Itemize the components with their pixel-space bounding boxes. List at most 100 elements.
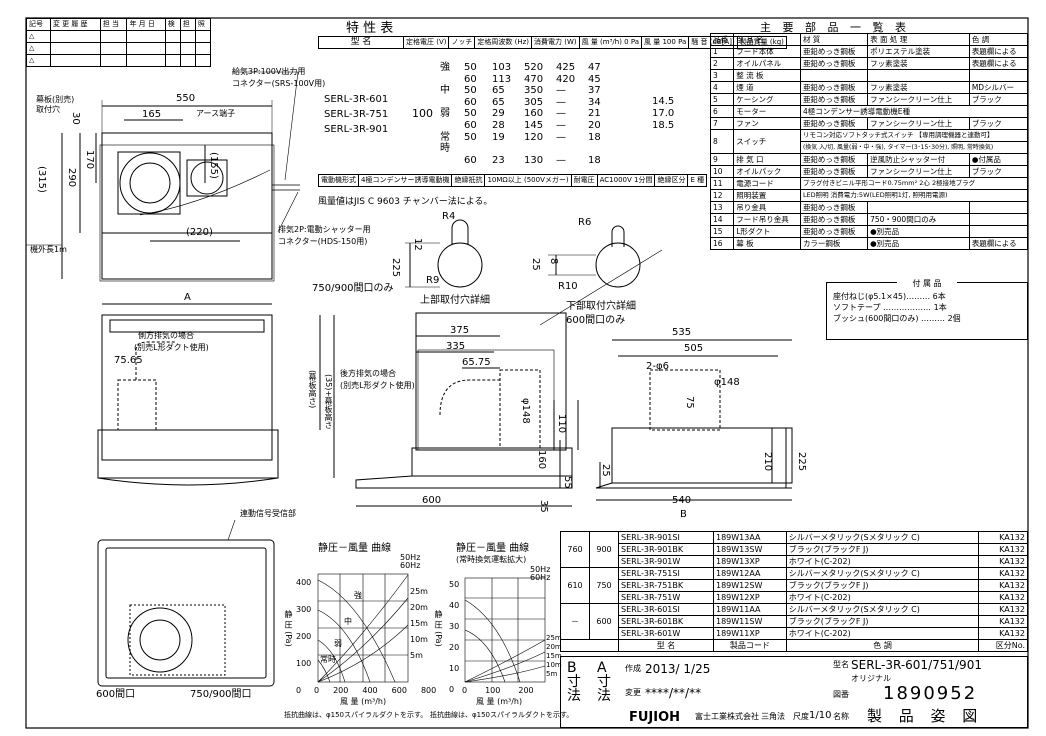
c1-y4: 0 [296, 686, 302, 695]
pr2-1: 整 流 板 [733, 69, 801, 82]
pr11-0: 12 [709, 189, 735, 202]
q100-7: — [556, 154, 566, 166]
spec-mass: 14.5 17.0 18.5 [652, 96, 674, 132]
curve2-sub: (常時換気運転拡大) [456, 555, 527, 564]
spec-b7: E 種 [687, 174, 708, 187]
mt7-5: KA132 [978, 615, 1028, 628]
c1-y1: 300 [296, 605, 312, 614]
revision-table: 記号 変 更 履 歴 担 当 年 月 日 検 担 照 △ △ △ [26, 18, 212, 67]
label-pl-600: 600間口 [96, 689, 136, 700]
accessories-box: 付 属 品 座付ねじ(φ5.1×45)……… 6本 ソフトテープ ……………… … [826, 278, 1028, 340]
bottom-view [97, 519, 275, 687]
mt5-4: ホワイト(C-202) [785, 591, 980, 604]
spec-b3: 10MΩ以上 (500Vメガー) [484, 174, 572, 187]
dim-290: 290 [66, 168, 77, 188]
spec-h6: 風 量 100 Pa [641, 36, 690, 49]
label-maku-h2: (35)+幕板高さ [324, 374, 333, 430]
rev-h4: 検 [164, 18, 181, 31]
mt0-2: SERL-3R-901SI [618, 531, 714, 544]
mt7-2: SERL-3R-601BK [618, 615, 714, 628]
dim-55: 55 [562, 476, 573, 489]
tb-date-label: 作成 [625, 664, 641, 673]
mt6-5: KA132 [978, 603, 1028, 616]
dim-165: 165 [142, 109, 162, 120]
label-only-750-900: 750/900間口のみ [312, 283, 394, 294]
pr3-0: 4 [709, 81, 735, 94]
label-mount-hole: 取付穴 [36, 105, 60, 114]
mt5-5: KA132 [978, 591, 1028, 604]
front-view [97, 303, 335, 486]
mt6-1: 600 [589, 603, 619, 640]
dim-75: 75 [684, 396, 695, 409]
c1-d4: 5m [410, 651, 423, 660]
spec-b5: AC1000V 1分間 [596, 174, 656, 187]
pr13-0: 14 [709, 213, 735, 226]
pr6-1: ファン [733, 117, 801, 130]
c1-x3: 600 [391, 686, 407, 695]
pr1-3: フッ素塗装 [867, 57, 970, 70]
dim-r9: R9 [426, 275, 440, 286]
dim-160: 160 [536, 450, 547, 470]
q100-4: — [556, 108, 566, 120]
pr3-3: フッ素塗装 [867, 81, 970, 94]
pr14-1: L形ダクト [733, 225, 801, 238]
accessory-0: 座付ねじ(φ5.1×45)……… 6本 [833, 292, 946, 301]
pr4-0: 5 [709, 93, 735, 106]
pr4-1: ケーシング [733, 93, 801, 106]
curve1-legend-50: 50Hz [400, 553, 421, 562]
mt2-2: SERL-3R-901W [618, 555, 714, 568]
c1-x2: 400 [362, 686, 378, 695]
dim-35: 35 [538, 500, 549, 513]
c2-y5: 0 [449, 685, 455, 694]
c2-x0: 0 [462, 686, 468, 695]
curve2-lines [464, 577, 546, 683]
dim-315: (315) [36, 166, 47, 193]
tb-date: 2013/ 1/25 [645, 662, 711, 676]
dim-225: 225 [390, 258, 401, 278]
mt2-3: 189W13XP [713, 555, 787, 568]
mt6-0: － [560, 603, 590, 640]
mt4-3: 189W12SW [713, 579, 787, 592]
c2-d1: 20m [546, 643, 562, 651]
c2-y0: 50 [449, 580, 460, 589]
parts-h2: 材 質 [799, 33, 869, 46]
dim-375: 375 [450, 325, 470, 336]
mt0-0: 760 [560, 531, 590, 568]
dim-25a: 25 [600, 464, 611, 477]
tb-rev-label: 変更 [625, 688, 641, 697]
dim-225b: 225 [796, 452, 807, 472]
curve2-note: 抵抗曲線は、φ150スパイラルダクトを示す。 [430, 711, 574, 719]
hz-1: 60 [464, 73, 477, 85]
mt-f1: 製品コード [713, 639, 787, 652]
pr10-2: プラグ付きビニル平形コード0.75mm² 2心 2極接地プラグ [799, 177, 1029, 190]
curve1-lines [317, 573, 409, 683]
pr3-2: 亜鉛めっき鋼板 [799, 81, 869, 94]
db-6: 18 [588, 131, 601, 143]
spec-h1: 定格電圧 (V) [402, 36, 450, 49]
mt1-3: 189W13SW [713, 543, 787, 556]
dim-12: 12 [412, 238, 423, 251]
pr12-4 [968, 201, 1029, 214]
pr12-3 [867, 201, 970, 214]
pr7-2: リモコン対応ソフトタッチ式スイッチ 【専用調理機器と連動可】 [799, 129, 1029, 142]
q0-6: 120 [524, 131, 544, 143]
mt3-2: SERL-3R-751SI [618, 567, 714, 580]
mt4-5: KA132 [978, 579, 1028, 592]
dim-335: 335 [446, 341, 466, 352]
dim-p148: φ148 [714, 377, 740, 388]
rev-h6: 照 [194, 18, 212, 31]
c2-x2: 200 [518, 686, 534, 695]
mt2-5: KA132 [978, 555, 1028, 568]
pr8-4: ●付属品 [968, 153, 1029, 166]
pr11-1: 照明装置 [733, 189, 801, 202]
c1-d3: 10m [410, 635, 428, 644]
pr13-4 [968, 213, 1029, 226]
pr15-3: ●別売品 [867, 237, 970, 250]
tb-rev: ****/**/** [645, 686, 702, 700]
c1-y2: 200 [296, 632, 312, 641]
pr7-1: スイッチ [733, 129, 801, 154]
label-rear-exhaust: 後方排気の場合 [340, 369, 396, 378]
pr13-3: 750・900間口のみ [867, 213, 970, 226]
hz-0: 50 [464, 62, 477, 73]
